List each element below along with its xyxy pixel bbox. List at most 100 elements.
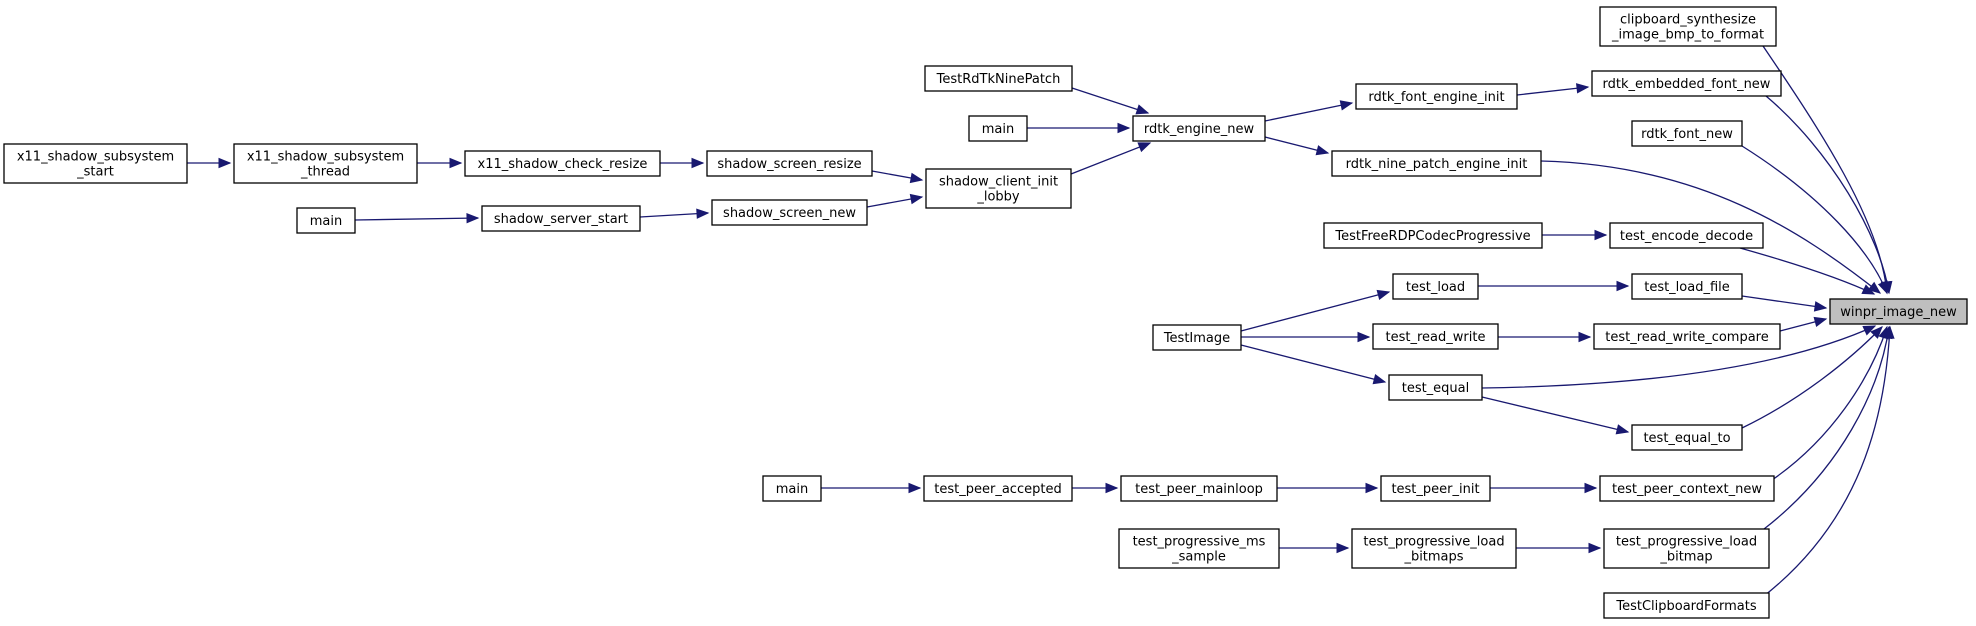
- edge-testimage-to-test-equal: [1240, 344, 1387, 385]
- edge-arrowhead: [1105, 482, 1119, 494]
- node-test-progressive-load-bitmap[interactable]: test_progressive_load_bitmap: [1603, 528, 1770, 569]
- node-x11-shadow-check-resize[interactable]: x11_shadow_check_resize: [464, 150, 661, 177]
- node-test-progressive-ms-sample[interactable]: test_progressive_ms_sample: [1118, 528, 1280, 569]
- node-label: test_load_file: [1644, 280, 1730, 295]
- node-winpr-image-new[interactable]: winpr_image_new: [1829, 298, 1968, 325]
- edge-test-progressive-load-bitmaps-to-test-progressive-load-bitmap: [1516, 542, 1602, 554]
- node-testimage[interactable]: TestImage: [1152, 324, 1242, 351]
- edge-line: [1765, 95, 1890, 294]
- edge-testrdtkninepatch-to-rdtk-engine-new: [1071, 87, 1150, 115]
- node-label: test_progressive_ms: [1133, 535, 1266, 550]
- edge-test-read-write-compare-to-winpr-image-new: [1779, 316, 1828, 332]
- edge-arrowhead: [1365, 482, 1379, 494]
- node-test-encode-decode[interactable]: test_encode_decode: [1609, 222, 1764, 249]
- edge-arrowhead: [1575, 83, 1590, 94]
- edge-shadow-screen-new-to-shadow-client-init-lobby: [866, 193, 924, 208]
- edge-line: [1763, 326, 1891, 597]
- node-rdtk-font-new[interactable]: rdtk_font_new: [1631, 120, 1743, 147]
- node-label: test_peer_context_new: [1612, 482, 1762, 497]
- edge-arrowhead: [1884, 325, 1895, 339]
- node-box: [1591, 70, 1782, 97]
- node-testrdtkninepatch[interactable]: TestRdTkNinePatch: [924, 65, 1073, 92]
- edge-arrowhead: [449, 157, 463, 169]
- node-label: rdtk_font_new: [1641, 127, 1733, 142]
- node-x11-shadow-subsystem-start[interactable]: x11_shadow_subsystem_start: [3, 143, 188, 184]
- node-label: _bitmap: [1659, 550, 1712, 565]
- edge-line: [1240, 291, 1390, 332]
- edge-arrowhead: [1339, 100, 1354, 111]
- edge-line: [1071, 87, 1149, 114]
- edge-arrowhead: [691, 157, 705, 169]
- edge-arrowhead: [1135, 104, 1150, 115]
- node-box: [1599, 475, 1775, 502]
- node-x11-shadow-subsystem-thread[interactable]: x11_shadow_subsystem_thread: [233, 143, 418, 184]
- edge-arrowhead: [908, 482, 922, 494]
- node-shadow-server-start[interactable]: shadow_server_start: [481, 205, 641, 232]
- node-test-load-file[interactable]: test_load_file: [1631, 273, 1743, 300]
- node-box: [1120, 475, 1278, 502]
- edge-arrowhead: [1615, 424, 1630, 435]
- node-test-peer-init[interactable]: test_peer_init: [1380, 475, 1491, 502]
- edge-line: [1540, 160, 1881, 294]
- node-rdtk-nine-patch-engine-init[interactable]: rdtk_nine_patch_engine_init: [1331, 150, 1542, 177]
- node-shadow-screen-new[interactable]: shadow_screen_new: [711, 199, 868, 226]
- node-label: main: [310, 214, 342, 229]
- edge-arrowhead: [909, 193, 924, 205]
- node-rdtk-engine-new[interactable]: rdtk_engine_new: [1132, 115, 1266, 142]
- edge-test-encode-decode-to-winpr-image-new: [1739, 247, 1876, 295]
- node-box: [481, 205, 641, 232]
- edge-arrowhead: [1376, 289, 1391, 301]
- node-label: TestImage: [1163, 331, 1230, 346]
- edge-arrowhead: [1870, 326, 1883, 339]
- node-shadow-client-init-lobby[interactable]: shadow_client_init_lobby: [925, 168, 1072, 209]
- edge-testfreerdpcodecprogressive-to-test-encode-decode: [1542, 229, 1608, 241]
- edge-line: [1741, 326, 1883, 429]
- edge-rdtk-font-engine-init-to-rdtk-embedded-font-new: [1516, 83, 1590, 96]
- node-box: [923, 475, 1073, 502]
- node-box: [1372, 323, 1499, 350]
- node-test-peer-context-new[interactable]: test_peer_context_new: [1599, 475, 1775, 502]
- node-label: _lobby: [976, 190, 1020, 205]
- node-label: main: [776, 482, 808, 497]
- edge-test-progressive-load-bitmap-to-winpr-image-new: [1763, 325, 1893, 530]
- node-box: [968, 115, 1028, 142]
- node-main-peer[interactable]: main: [762, 475, 822, 502]
- node-box: [233, 143, 418, 184]
- node-label: TestRdTkNinePatch: [936, 72, 1061, 87]
- node-test-read-write-compare[interactable]: test_read_write_compare: [1593, 323, 1781, 350]
- node-box: [1152, 324, 1242, 351]
- node-test-peer-accepted[interactable]: test_peer_accepted: [923, 475, 1073, 502]
- edge-arrowhead: [1336, 542, 1350, 554]
- node-label: test_progressive_load: [1616, 535, 1757, 550]
- edge-arrowhead: [466, 212, 480, 224]
- edge-line: [354, 217, 479, 221]
- node-box: [924, 65, 1073, 92]
- node-test-equal[interactable]: test_equal: [1388, 374, 1483, 401]
- nodes-layer: winpr_image_new clipboard_synthesize_imag…: [3, 6, 1968, 619]
- node-test-peer-mainloop[interactable]: test_peer_mainloop: [1120, 475, 1278, 502]
- node-clipboard-synthesize-image-bmp-to-format[interactable]: clipboard_synthesize_image_bmp_to_format: [1599, 6, 1777, 47]
- node-rdtk-font-engine-init[interactable]: rdtk_font_engine_init: [1355, 83, 1518, 110]
- node-shadow-screen-resize[interactable]: shadow_screen_resize: [706, 150, 873, 177]
- node-main-rdtk[interactable]: main: [968, 115, 1028, 142]
- node-testfreerdpcodecprogressive[interactable]: TestFreeRDPCodecProgressive: [1323, 222, 1543, 249]
- node-label: shadow_screen_resize: [717, 157, 861, 172]
- node-test-read-write[interactable]: test_read_write: [1372, 323, 1499, 350]
- edges-layer: [187, 45, 1895, 597]
- node-test-progressive-load-bitmaps[interactable]: test_progressive_load_bitmaps: [1351, 528, 1517, 569]
- node-box: [1323, 222, 1543, 249]
- edge-x11-shadow-subsystem-start-to-x11-shadow-subsystem-thread: [187, 157, 232, 169]
- node-box: [1331, 150, 1542, 177]
- node-label: rdtk_nine_patch_engine_init: [1346, 157, 1528, 172]
- node-test-load[interactable]: test_load: [1392, 273, 1479, 300]
- edge-arrowhead: [218, 157, 232, 169]
- node-testclipboardformats[interactable]: TestClipboardFormats: [1603, 592, 1770, 619]
- node-test-equal-to[interactable]: test_equal_to: [1631, 424, 1743, 451]
- edge-arrowhead: [1877, 280, 1888, 295]
- node-label: TestClipboardFormats: [1615, 599, 1757, 614]
- edge-arrowhead: [909, 172, 924, 184]
- node-main-shadow[interactable]: main: [296, 207, 356, 234]
- node-rdtk-embedded-font-new[interactable]: rdtk_embedded_font_new: [1591, 70, 1782, 97]
- node-label: test_peer_mainloop: [1135, 482, 1263, 497]
- node-label: x11_shadow_subsystem: [247, 150, 404, 165]
